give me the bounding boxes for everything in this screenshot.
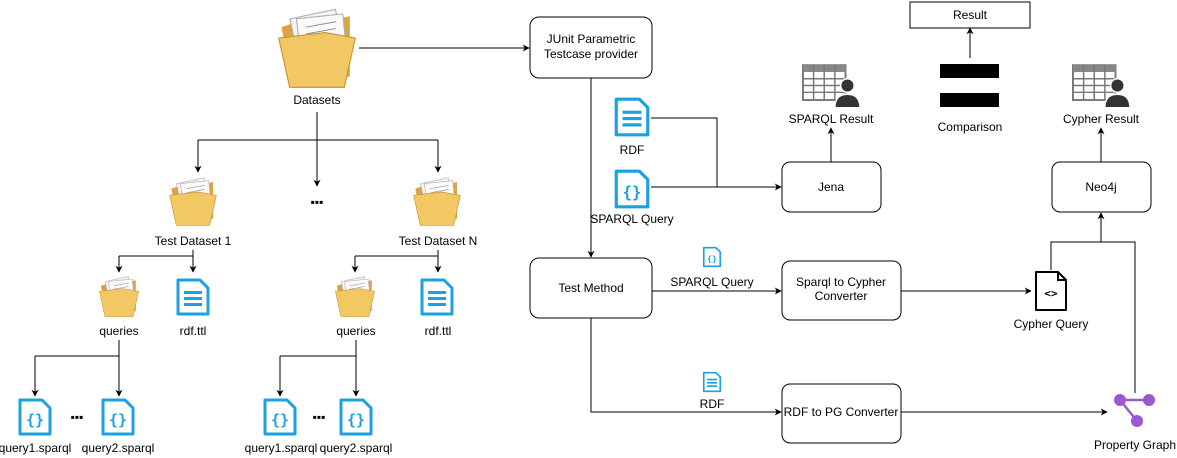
edge-cypherquery-neo4j (1050, 212, 1105, 270)
cypher-result-label: Cypher Result (1063, 112, 1140, 126)
sparql-to-cypher-label-2: Converter (815, 289, 868, 303)
rdf-edge-label: RDF (700, 397, 725, 411)
query2-a-label: query2.sparql (82, 441, 155, 455)
test-dataset-1-label: Test Dataset 1 (155, 234, 232, 248)
rdf-to-pg-box (781, 383, 902, 444)
sparql-query-edge-doc-icon (702, 246, 722, 268)
rdf-to-pg-label: RDF to PG Converter (784, 405, 899, 419)
query1-a-doc-icon (18, 398, 52, 436)
queries-folder-1-icon (99, 276, 139, 317)
comparison-label: Comparison (938, 120, 1003, 134)
datasets-folder-icon (278, 8, 356, 88)
property-graph-label: Property Graph (1094, 438, 1176, 452)
queries-folder-n-icon (335, 276, 375, 317)
edge-queriesn-children (276, 340, 360, 397)
neo4j-box (1051, 161, 1152, 213)
svg-text:<>: <> (1044, 287, 1058, 300)
edge-docs-jena (651, 117, 782, 191)
query2-b-doc-icon (339, 398, 373, 436)
edge-queries1-children (31, 340, 123, 397)
query1-b-doc-icon (263, 398, 297, 436)
jena-label: Jena (818, 180, 844, 194)
queries-n-label: queries (336, 324, 375, 338)
rdf-doc-label: RDF (620, 143, 645, 157)
junit-provider-label-1: JUnit Parametric (547, 32, 636, 46)
edge-testmethod-rdftopg (590, 318, 782, 416)
queries-1-label: queries (99, 324, 138, 338)
ellipsis-datasets: ▪▪▪ (311, 195, 324, 209)
neo4j-label: Neo4j (1085, 180, 1116, 194)
query1-b-label: query1.sparql (245, 441, 318, 455)
test-dataset-1-folder-icon (169, 177, 217, 226)
ellipsis-queries-b: ▪▪▪ (313, 410, 326, 424)
edge-dataset1-children (115, 250, 197, 273)
rdf-edge-doc-icon (702, 371, 722, 393)
edge-datasets-children (194, 112, 442, 187)
junit-provider-label-2: Testcase provider (544, 47, 638, 61)
cypher-result-table-user-icon (1072, 64, 1130, 109)
sparql-to-cypher-label-1: Sparql to Cypher (796, 275, 886, 289)
query2-a-doc-icon (101, 398, 135, 436)
rdf-doc-icon (614, 97, 650, 137)
query1-a-label: query1.sparql (0, 441, 71, 455)
rdf-ttl-n-label: rdf.ttl (425, 324, 452, 338)
result-box (909, 1, 1031, 29)
cypher-query-doc-icon: <> (1035, 271, 1067, 311)
result-label: Result (953, 8, 988, 22)
rdf-ttl-1-doc-icon (176, 278, 210, 316)
rdf-ttl-1-label: rdf.ttl (180, 324, 207, 338)
test-method-label: Test Method (558, 281, 623, 295)
sparql-result-label: SPARQL Result (789, 112, 874, 126)
sparql-query-edge-label: SPARQL Query (670, 275, 753, 289)
sparql-query-doc-icon (614, 169, 650, 209)
property-graph-icon (1114, 394, 1155, 427)
query2-b-label: query2.sparql (320, 441, 393, 455)
rdf-ttl-n-doc-icon (420, 278, 454, 316)
edge-propertygraph-neo4j (1101, 241, 1136, 393)
cypher-query-label: Cypher Query (1014, 317, 1089, 331)
edge-datasetn-children (351, 250, 442, 273)
sparql-result-table-user-icon (802, 64, 860, 109)
datasets-label: Datasets (293, 93, 340, 107)
sparql-query-doc-label: SPARQL Query (590, 212, 673, 226)
ellipsis-queries-a: ▪▪▪ (71, 410, 84, 424)
test-dataset-n-folder-icon (413, 177, 461, 226)
test-dataset-n-label: Test Dataset N (399, 234, 478, 248)
comparison-equals-top (940, 64, 999, 78)
comparison-equals-bottom (940, 93, 999, 107)
